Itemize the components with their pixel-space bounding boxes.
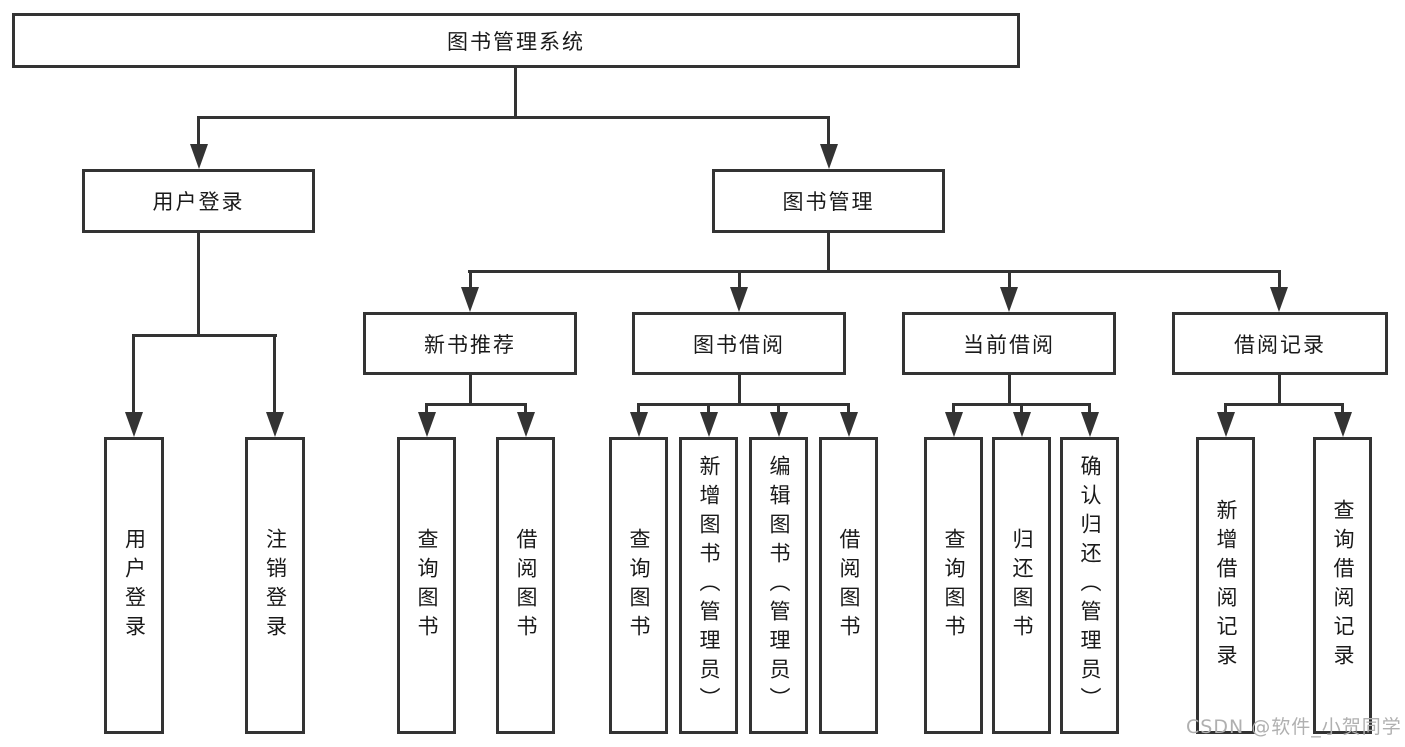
- arrow-down-icon: [1334, 412, 1352, 437]
- connector-line: [637, 403, 640, 414]
- connector-line: [738, 375, 741, 405]
- arrow-down-icon: [1000, 287, 1018, 312]
- leaf-borrow-books-recommend: 借阅图书: [496, 437, 555, 734]
- node-borrowing-records: 借阅记录: [1172, 312, 1388, 375]
- node-library-management-system: 图书管理系统: [12, 13, 1020, 68]
- leaf-query-books-borrowing: 查询图书: [609, 437, 668, 734]
- arrow-down-icon: [840, 412, 858, 437]
- arrow-down-icon: [1217, 412, 1235, 437]
- connector-line: [468, 270, 1281, 273]
- arrow-down-icon: [190, 144, 208, 169]
- connector-line: [1020, 403, 1023, 414]
- connector-line: [132, 334, 277, 337]
- connector-line: [952, 403, 955, 414]
- arrow-down-icon: [770, 412, 788, 437]
- connector-line: [197, 233, 200, 336]
- connector-line: [425, 403, 428, 414]
- connector-line: [524, 403, 527, 414]
- leaf-query-books-recommend: 查询图书: [397, 437, 456, 734]
- connector-line: [1008, 375, 1011, 405]
- connector-line: [1008, 270, 1011, 290]
- arrow-down-icon: [820, 144, 838, 169]
- leaf-return-books: 归还图书: [992, 437, 1051, 734]
- arrow-down-icon: [125, 412, 143, 437]
- connector-line: [738, 270, 741, 290]
- connector-line: [514, 68, 517, 119]
- arrow-down-icon: [700, 412, 718, 437]
- connector-line: [273, 334, 276, 414]
- connector-line: [1278, 375, 1281, 405]
- arrow-down-icon: [1081, 412, 1099, 437]
- arrow-down-icon: [461, 287, 479, 312]
- connector-line: [827, 233, 830, 272]
- connector-line: [132, 334, 135, 414]
- connector-line: [707, 403, 710, 414]
- arrow-down-icon: [418, 412, 436, 437]
- node-book-management: 图书管理: [712, 169, 945, 233]
- arrow-down-icon: [730, 287, 748, 312]
- connector-line: [197, 116, 200, 148]
- connector-line: [197, 116, 830, 119]
- connector-line: [637, 403, 850, 406]
- node-new-book-recommendation: 新书推荐: [363, 312, 577, 375]
- node-book-borrowing: 图书借阅: [632, 312, 846, 375]
- leaf-borrow-books-borrowing: 借阅图书: [819, 437, 878, 734]
- connector-line: [777, 403, 780, 414]
- arrow-down-icon: [1013, 412, 1031, 437]
- arrow-down-icon: [1270, 287, 1288, 312]
- connector-line: [1278, 270, 1281, 290]
- connector-line: [1088, 403, 1091, 414]
- connector-line: [469, 270, 472, 290]
- leaf-add-book-admin: 新增图书（管理员）: [679, 437, 738, 734]
- node-current-borrowing: 当前借阅: [902, 312, 1116, 375]
- node-user-login: 用户登录: [82, 169, 315, 233]
- watermark: CSDN @软件_小贺同学: [1186, 716, 1402, 738]
- leaf-edit-book-admin: 编辑图书（管理员）: [749, 437, 808, 734]
- leaf-confirm-return-admin: 确认归还（管理员）: [1060, 437, 1119, 734]
- connector-line: [425, 403, 527, 406]
- connector-line: [1224, 403, 1227, 414]
- leaf-add-borrow-record: 新增借阅记录: [1196, 437, 1255, 734]
- leaf-logout: 注销登录: [245, 437, 305, 734]
- leaf-user-login: 用户登录: [104, 437, 164, 734]
- connector-line: [469, 375, 472, 405]
- connector-line: [847, 403, 850, 414]
- leaf-query-books-current: 查询图书: [924, 437, 983, 734]
- arrow-down-icon: [266, 412, 284, 437]
- connector-line: [1224, 403, 1344, 406]
- connector-line: [1341, 403, 1344, 414]
- leaf-query-borrow-record: 查询借阅记录: [1313, 437, 1372, 734]
- arrow-down-icon: [517, 412, 535, 437]
- connector-line: [827, 116, 830, 148]
- arrow-down-icon: [945, 412, 963, 437]
- arrow-down-icon: [630, 412, 648, 437]
